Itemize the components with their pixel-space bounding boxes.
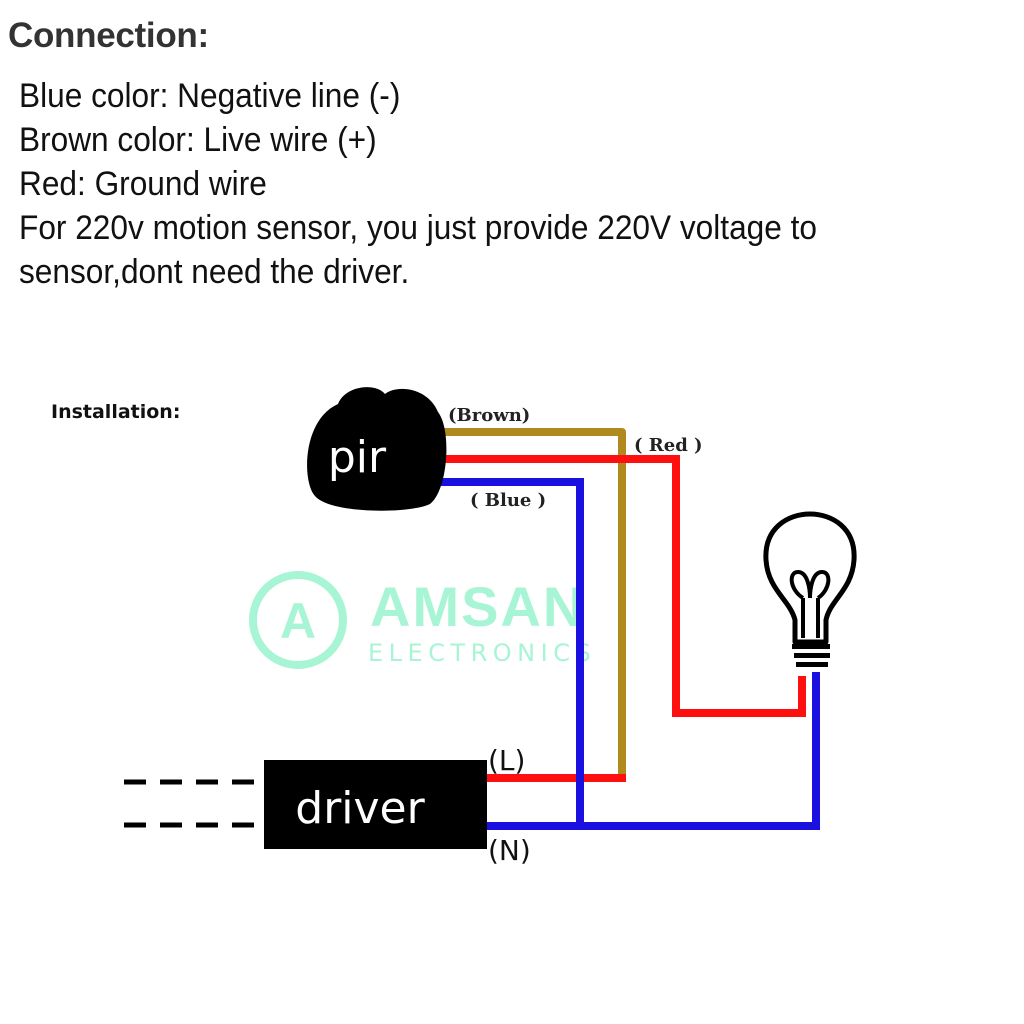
brown-wire-label: (Brown)	[448, 405, 530, 426]
neutral-terminal-label: (N)	[488, 834, 531, 867]
live-terminal-label: (L)	[488, 744, 525, 777]
light-bulb-icon	[763, 511, 857, 667]
pir-sensor-body	[307, 387, 447, 511]
watermark-logo-letter: A	[280, 593, 316, 649]
blue-wire-label: ( Blue )	[470, 490, 546, 511]
note-220v-line2: sensor,dont need the driver.	[19, 253, 410, 291]
blue-wire-driver-neutral	[487, 672, 820, 830]
watermark-subtitle: ELECTRONICS	[368, 639, 596, 667]
page-heading: Connection:	[8, 16, 209, 55]
red-wire-label: ( Red )	[634, 435, 703, 456]
note-red-wire: Red: Ground wire	[19, 165, 267, 203]
note-220v-line1: For 220v motion sensor, you just provide…	[19, 209, 817, 247]
pir-sensor: pir	[307, 387, 447, 511]
driver-label: driver	[295, 783, 425, 834]
pir-label: pir	[328, 432, 387, 483]
brown-wire	[432, 428, 626, 778]
installation-label: Installation:	[51, 401, 180, 423]
driver-box: driver	[264, 760, 487, 849]
watermark-logo: A AMSAN ELECTRONICS	[249, 571, 596, 669]
note-blue-wire: Blue color: Negative line (-)	[19, 77, 401, 115]
note-brown-wire: Brown color: Live wire (+)	[19, 121, 377, 159]
watermark-circle-icon	[249, 571, 347, 669]
watermark-brand: AMSAN	[370, 575, 585, 638]
red-wire-sensor-to-bulb	[432, 455, 806, 717]
blue-wire-sensor	[432, 478, 584, 826]
driver-body	[264, 760, 487, 849]
connection-notes: Blue color: Negative line (-) Brown colo…	[19, 74, 817, 294]
